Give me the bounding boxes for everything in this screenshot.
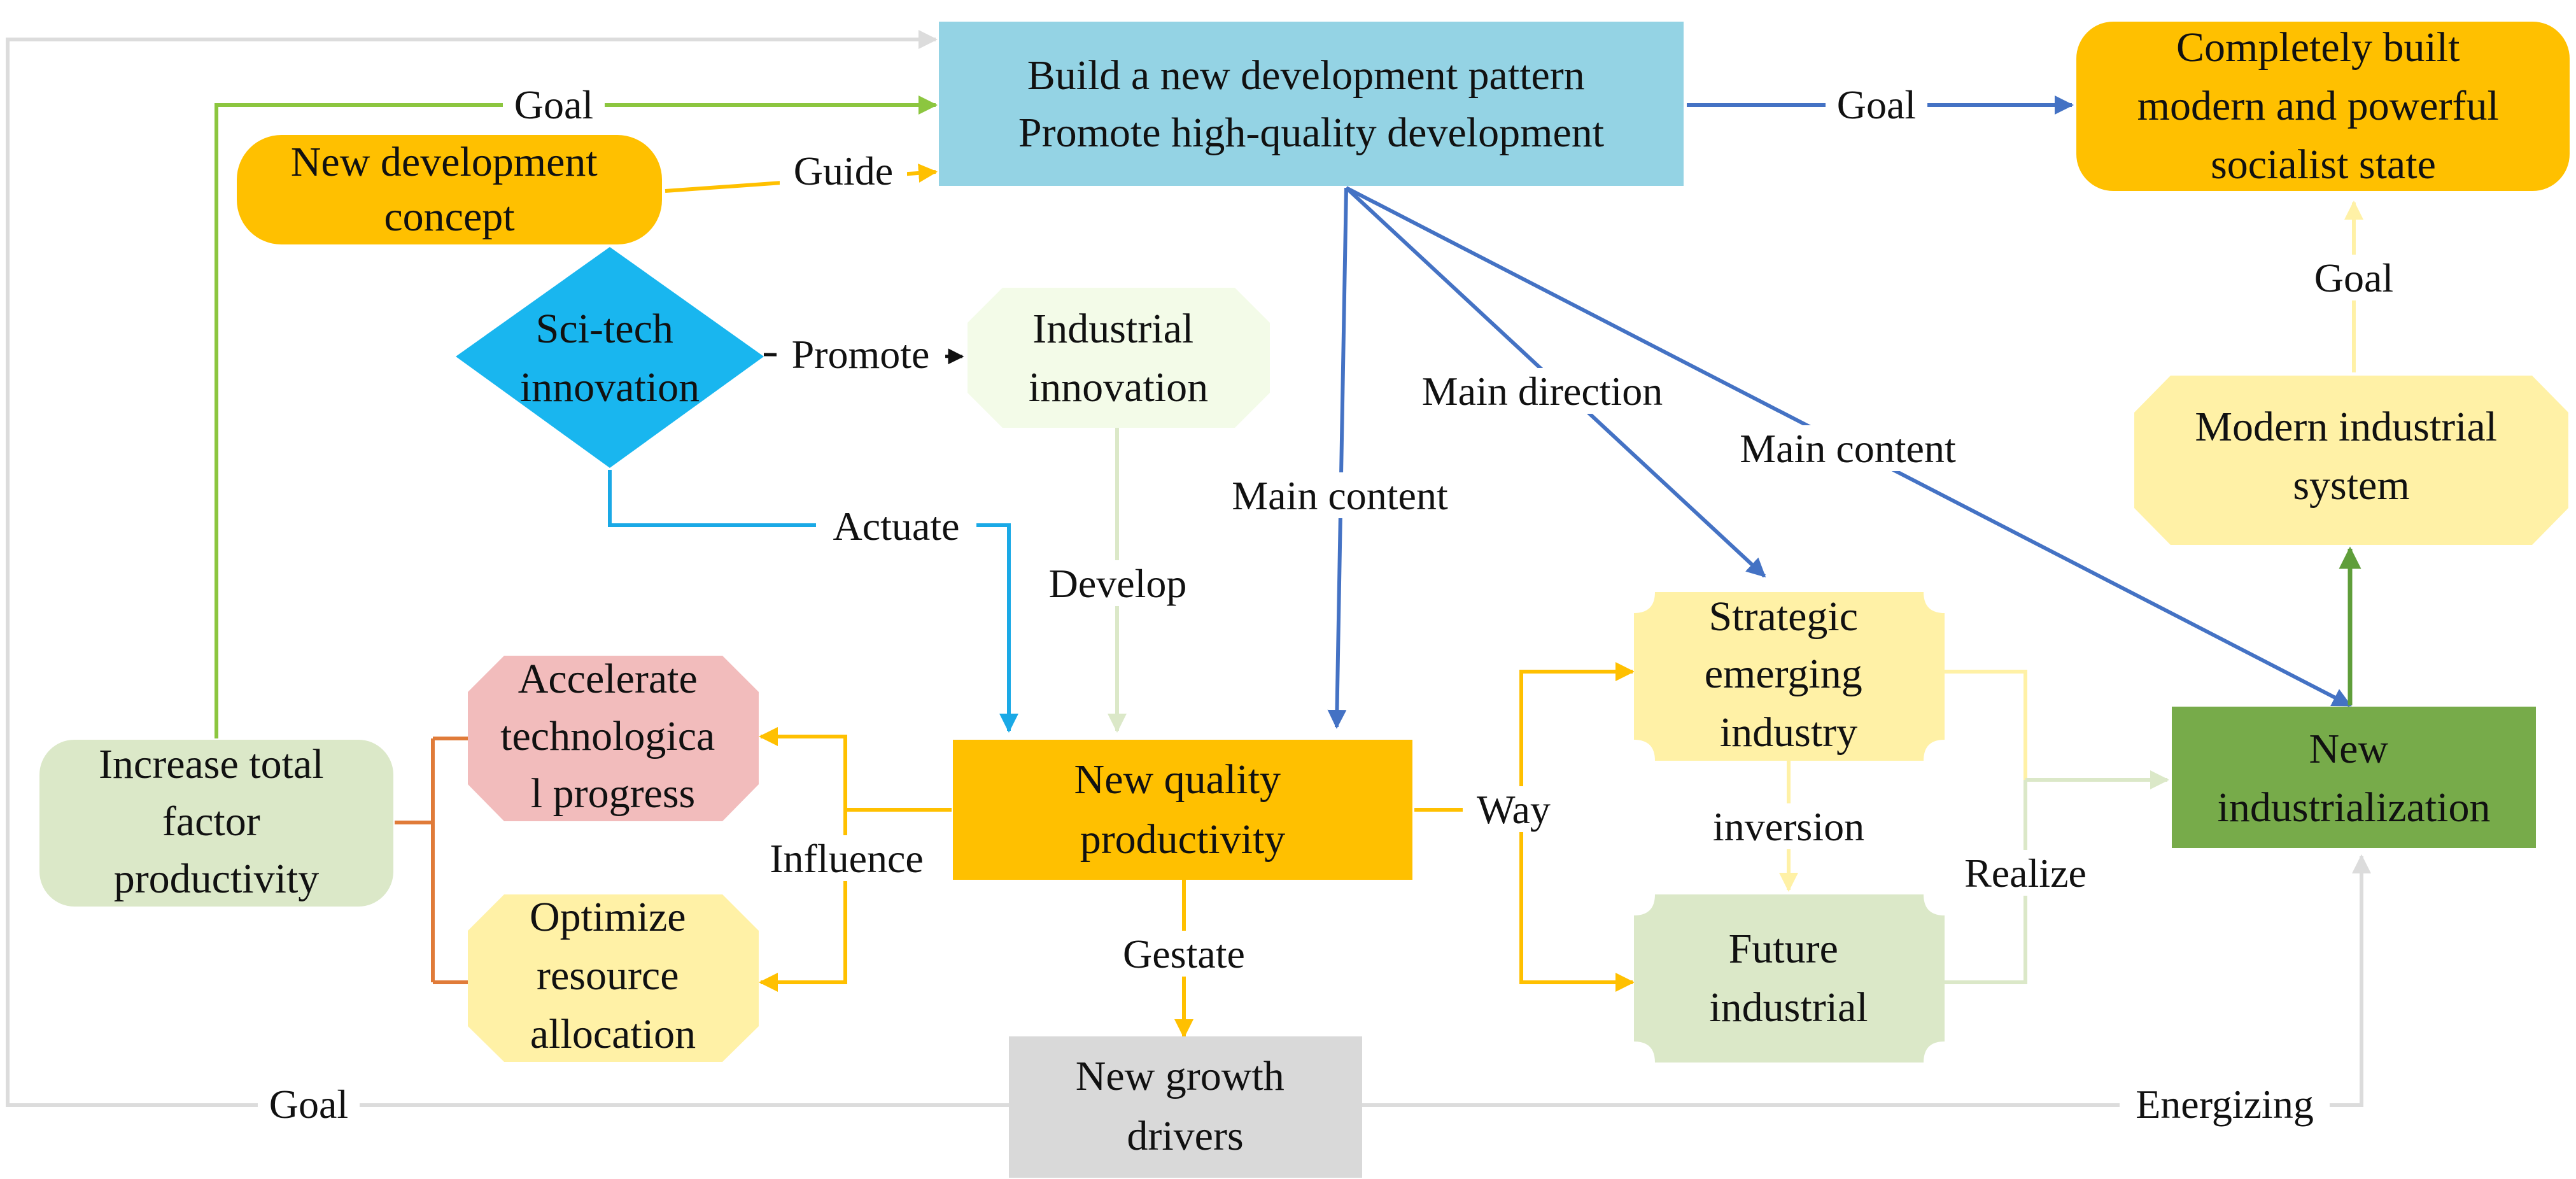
edge-future-to-realize bbox=[1945, 780, 2027, 984]
node-accelerate-tech: Accelerate technologica l progress bbox=[468, 656, 759, 821]
edge-growth-to-pattern bbox=[6, 30, 1009, 1107]
node-new-dev-concept: New development concept bbox=[237, 135, 662, 244]
edge-tfp-bracket bbox=[395, 737, 468, 984]
svg-text:New development concept: New development concept bbox=[291, 139, 609, 240]
edge-labels: Goal Guide Goal Goal Promote Main direct… bbox=[258, 81, 2405, 1128]
node-new-quality-productivity: New quality productivity bbox=[953, 740, 1412, 880]
label-main-direction: Main direction bbox=[1422, 369, 1663, 414]
label-inversion: inversion bbox=[1713, 804, 1864, 849]
svg-text:Accelerate technologica: Accelerate technologica l progress bbox=[500, 656, 726, 817]
edge-pattern-to-nqp bbox=[1327, 187, 1348, 729]
label-promote: Promote bbox=[792, 332, 930, 377]
node-new-growth-drivers: New growth drivers bbox=[1009, 1036, 1362, 1178]
svg-text:Strategic emerging: Strategic emerging industry bbox=[1705, 593, 1873, 756]
svg-text:New industrialization: New industrialization bbox=[2218, 726, 2491, 831]
svg-text:Sci-tech innovation: Sci-tech innovation bbox=[520, 306, 700, 411]
svg-text:Future industrial: Future industrial bbox=[1709, 926, 1868, 1031]
node-new-industrialization: New industrialization bbox=[2172, 707, 2536, 848]
label-realize: Realize bbox=[1964, 851, 2087, 896]
node-future-industrial: Future industrial bbox=[1634, 894, 1945, 1063]
node-industrial-innovation: Industrial innovation bbox=[968, 288, 1270, 428]
label-influence: Influence bbox=[770, 836, 924, 881]
node-modern-state: Completely built modern and powerful soc… bbox=[2076, 22, 2570, 191]
svg-text:Build a new development patter: Build a new development pattern Promote … bbox=[1018, 52, 1604, 156]
node-sci-tech: Sci-tech innovation bbox=[456, 247, 764, 468]
edge-nqp-to-accelerate bbox=[759, 727, 952, 812]
edge-growth-to-industrialization bbox=[1362, 854, 2371, 1107]
label-develop: Develop bbox=[1049, 561, 1187, 606]
label-energizing: Energizing bbox=[2136, 1082, 2314, 1127]
svg-text:Increase total factor: Increase total factor productivity bbox=[99, 741, 334, 902]
label-guide: Guide bbox=[794, 148, 893, 194]
label-way: Way bbox=[1477, 787, 1551, 832]
label-main-content-right: Main content bbox=[1740, 426, 1956, 471]
label-actuate: Actuate bbox=[833, 504, 960, 549]
edge-scitech-to-nqp bbox=[608, 470, 1018, 733]
node-build-pattern: Build a new development pattern Promote … bbox=[939, 22, 1684, 186]
label-main-content-center: Main content bbox=[1232, 473, 1448, 518]
svg-text:Modern industrial system: Modern industrial system bbox=[2195, 404, 2507, 509]
label-goal-bottom: Goal bbox=[269, 1082, 348, 1127]
svg-text:New quality productivity: New quality productivity bbox=[1074, 756, 1292, 863]
svg-text:Optimize resource: Optimize resource allocation bbox=[530, 894, 696, 1057]
label-goal-system-state: Goal bbox=[2314, 255, 2393, 300]
edge-tfp-to-pattern bbox=[215, 95, 938, 738]
edge-strategic-to-realize bbox=[1945, 670, 2027, 780]
svg-text:New growth drivers: New growth drivers bbox=[1076, 1053, 1295, 1159]
svg-text:Industrial innovation: Industrial innovation bbox=[1029, 306, 1208, 411]
label-gestate: Gestate bbox=[1123, 931, 1245, 977]
node-increase-tfp: Increase total factor productivity bbox=[39, 740, 393, 907]
node-modern-industrial-system: Modern industrial system bbox=[2134, 376, 2568, 545]
edge-nqp-to-future bbox=[1519, 810, 1635, 992]
node-strategic-emerging: Strategic emerging industry bbox=[1634, 592, 1945, 761]
label-goal-pattern-state: Goal bbox=[1837, 82, 1916, 127]
node-optimize-resource: Optimize resource allocation bbox=[468, 894, 759, 1062]
svg-text:Completely built modern: Completely built modern and powerful soc… bbox=[2137, 24, 2510, 188]
label-goal-tfp: Goal bbox=[514, 82, 593, 127]
